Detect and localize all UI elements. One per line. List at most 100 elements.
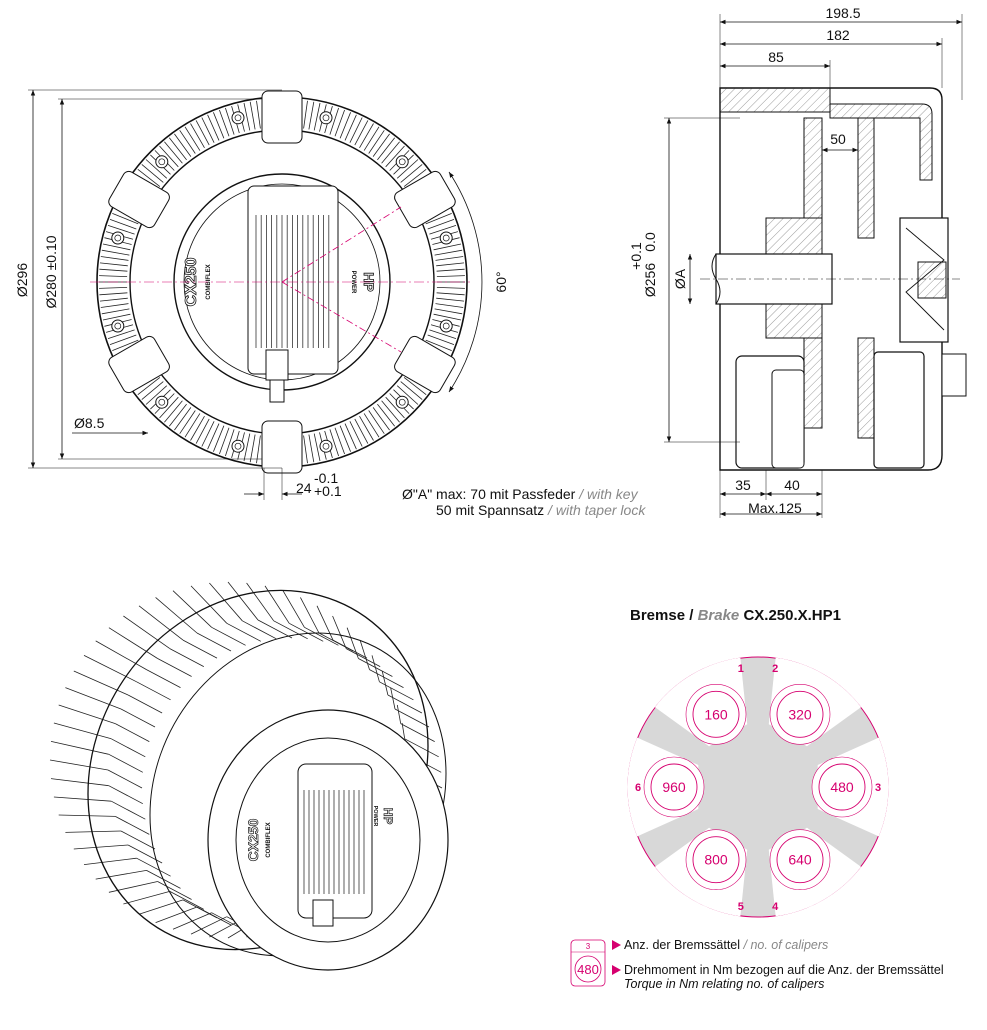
bolt-hole-inner — [322, 442, 330, 450]
cooling-fin — [334, 427, 345, 455]
caliper-position-circle — [818, 763, 866, 811]
cooling-fin — [435, 303, 464, 308]
disc-section — [803, 117, 823, 219]
caliper-position-circle — [776, 836, 824, 884]
cooling-fin — [303, 435, 308, 464]
iso-fin — [264, 585, 290, 624]
cooling-fin — [99, 275, 128, 277]
iso-fin-depth — [289, 622, 324, 642]
cooling-fin — [256, 100, 261, 129]
cooling-fin — [145, 385, 168, 405]
cooling-fin — [435, 256, 464, 261]
cooling-fin — [339, 425, 351, 452]
cooling-fin — [102, 243, 131, 251]
cooling-fin — [436, 275, 465, 277]
cooling-fin — [436, 262, 465, 267]
iso-fin-depth — [108, 753, 143, 773]
cooling-fin — [99, 292, 128, 296]
cooling-fin — [101, 249, 130, 256]
iso-fin — [50, 741, 109, 755]
caliper-number-3: 3 — [875, 782, 881, 794]
iso-fin-depth — [136, 857, 171, 877]
caliper-position-circle — [650, 763, 698, 811]
cooling-fin — [403, 377, 427, 396]
iso-fin-depth — [157, 881, 192, 900]
cooling-fin — [225, 107, 235, 135]
cooling-fin — [137, 377, 161, 396]
cooling-fin — [190, 416, 205, 441]
dim-width-85: 85 — [768, 49, 784, 65]
cooling-fin — [354, 120, 369, 146]
legend-sample-torque: 480 — [577, 962, 599, 977]
caliper-blocks — [108, 90, 456, 474]
iso-fin — [108, 627, 158, 659]
bolt-hole-inner — [158, 398, 166, 406]
iso-fin — [50, 778, 109, 787]
cooling-fin — [168, 137, 187, 161]
bolt-hole-inner — [234, 114, 242, 122]
cooling-fin — [359, 123, 374, 148]
cooling-fin — [433, 243, 462, 251]
dim-width-40: 40 — [784, 477, 800, 493]
iso-fin — [332, 615, 347, 649]
cooling-fin — [164, 400, 183, 423]
dim-diameter-256: Ø256 — [642, 263, 658, 297]
cooling-fin — [256, 435, 261, 464]
iso-fin — [58, 814, 116, 817]
iso-fin — [227, 581, 259, 621]
cooling-fin — [195, 120, 210, 146]
dim-diameter-280: Ø280 ±0.10 — [43, 235, 59, 308]
bore-note-line2: 50 mit Spannsatz / with taper lock — [436, 502, 646, 518]
cooling-fin — [339, 112, 351, 139]
cooling-fin — [425, 213, 452, 225]
iso-fin-depth — [182, 639, 218, 659]
cooling-fin — [368, 130, 385, 154]
cable-gland — [941, 353, 967, 397]
lower-disc — [803, 337, 823, 429]
hub-cover — [247, 185, 339, 375]
cooling-fin — [99, 297, 128, 302]
cooling-fin — [243, 102, 251, 131]
iso-fin-depth — [115, 816, 150, 835]
caliper-block — [261, 420, 303, 474]
iso-fin — [359, 640, 370, 670]
caliper-block — [108, 170, 170, 229]
iso-fin — [108, 881, 158, 893]
cooling-fin — [99, 287, 128, 289]
cooling-fin — [313, 433, 321, 462]
cooling-fin — [109, 334, 137, 345]
cooling-fin — [400, 381, 423, 400]
bolt-hole — [155, 395, 169, 409]
dim-width-50: 50 — [830, 131, 846, 147]
iso-fin — [73, 670, 129, 696]
cooling-fin — [219, 109, 230, 137]
legend-arrow-icon — [612, 965, 621, 975]
cooling-fin — [179, 130, 196, 154]
iso-fin-depth — [273, 620, 308, 640]
cooling-fin — [102, 313, 131, 321]
iso-fin — [95, 870, 147, 880]
iso-fin-depth — [332, 639, 368, 659]
cooling-fin — [137, 168, 161, 187]
iso-fin — [172, 590, 212, 628]
caliper-number-5: 5 — [738, 901, 744, 913]
iso-fin-depth — [111, 738, 146, 758]
cooling-fin — [400, 164, 423, 183]
iso-fin — [155, 597, 198, 634]
lower-disc-2 — [857, 337, 875, 439]
dim-tol-bottom: +0.1 — [314, 483, 342, 499]
brand-logo-sub: POWER — [350, 271, 356, 294]
iso-fin — [95, 640, 147, 670]
cooling-fin — [377, 403, 396, 427]
caliper-torque-4: 640 — [788, 852, 812, 868]
bolt-hole — [319, 439, 333, 453]
bolt-hole-inner — [398, 398, 406, 406]
cooling-fin — [436, 292, 465, 296]
cooling-fin — [141, 164, 164, 183]
bolt-hole-inner — [114, 234, 122, 242]
iso-fin-depth — [387, 694, 423, 714]
iso-fin-depth — [107, 769, 143, 789]
iso-hub-logo-text: CX250 — [245, 818, 261, 861]
cooling-fin — [385, 145, 405, 168]
cooling-fin — [107, 225, 135, 235]
